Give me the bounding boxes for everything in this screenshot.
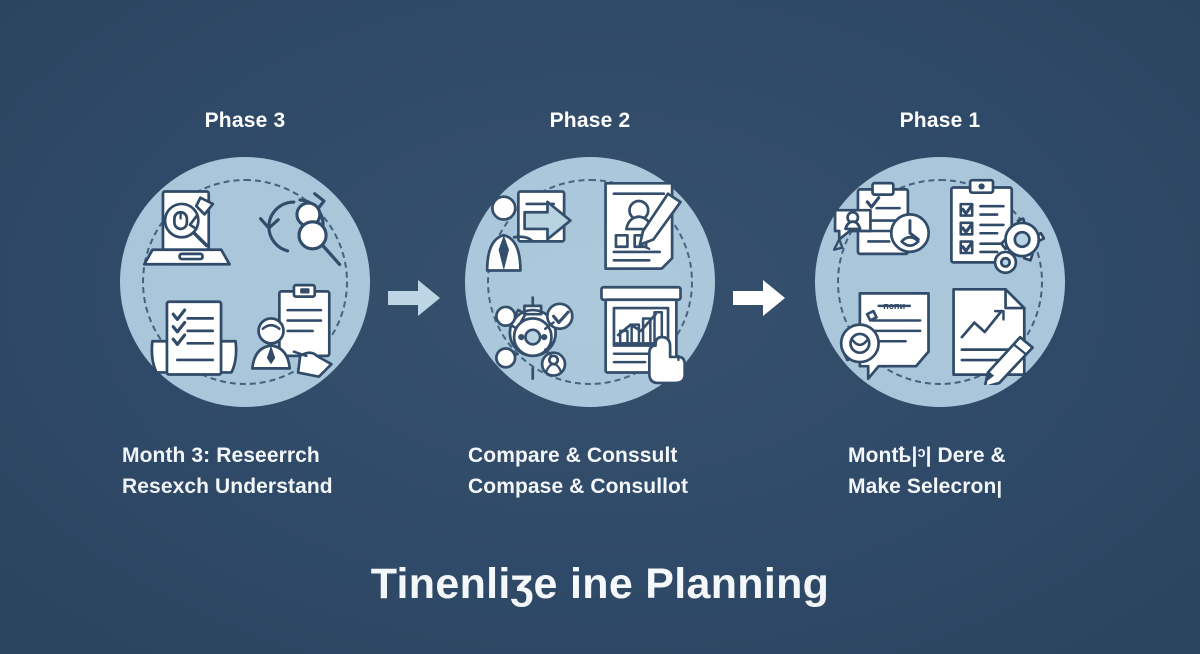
phase-column-3: Phase 1: [790, 108, 1090, 407]
dashed-ring-2: [487, 179, 693, 385]
phase-label-2: Phase 2: [549, 109, 631, 132]
arrow-phase2-to-phase1: [733, 278, 785, 318]
checklist-hands-icon: [142, 283, 246, 387]
phase-label-3: Phase 1: [899, 109, 981, 132]
dashed-ring-3: [837, 179, 1043, 385]
chart-document-pencil-icon: [939, 281, 1043, 385]
phase-caption-1: Month 3: Reseerrch Resexch Understand: [122, 440, 442, 502]
icon-grid-1: [120, 157, 370, 407]
caption-line-1a: Month 3: Reseerrch: [122, 444, 320, 467]
caption-line-3b: Make Selecronꞁ: [848, 475, 1003, 498]
speech-document-gear-icon: ᴨcᴨи: [837, 283, 941, 387]
page-title: Tinenliӡe ine Planning: [370, 560, 830, 608]
dashed-ring-1: [142, 179, 348, 385]
phase-label-1: Phase 3: [204, 109, 286, 132]
icon-grid-3: ᴨcᴨи: [815, 157, 1065, 407]
caption-line-2b: Compase & Consullot: [468, 475, 689, 498]
phase-caption-3: Montҍ|ᵓ| Dere & Make Selecronꞁ: [848, 440, 1168, 502]
profile-document-pen-icon: [591, 175, 695, 279]
caption-line-3a: Montҍ|ᵓ| Dere &: [848, 444, 1006, 467]
phase-column-1: Phase 3: [95, 108, 395, 407]
person-clipboard-pointer-icon: [244, 281, 348, 385]
phase-circle-3: ᴨcᴨи: [815, 157, 1065, 407]
caption-line-1b: Resexch Understand: [122, 475, 333, 498]
network-gear-check-icon: [487, 283, 591, 387]
phase-circle-2: [465, 157, 715, 407]
svg-text:ᴨcᴨи: ᴨcᴨи: [883, 301, 905, 311]
clipboard-person-clock-icon: [833, 179, 937, 283]
phase-column-2: Phase 2: [440, 108, 740, 407]
chart-board-hand-icon: [589, 281, 693, 385]
laptop-search-icon: [138, 179, 242, 283]
presenter-arrow-icon: [483, 179, 587, 283]
checklist-gears-icon: [941, 175, 1045, 279]
phase-caption-2: Compare & Conssult Compase & Consullot: [468, 440, 788, 502]
phase-circle-1: [120, 157, 370, 407]
refresh-person-magnifier-icon: [246, 175, 350, 279]
caption-line-2a: Compare & Conssult: [468, 444, 678, 467]
icon-grid-2: [465, 157, 715, 407]
arrow-phase3-to-phase2: [388, 278, 440, 318]
